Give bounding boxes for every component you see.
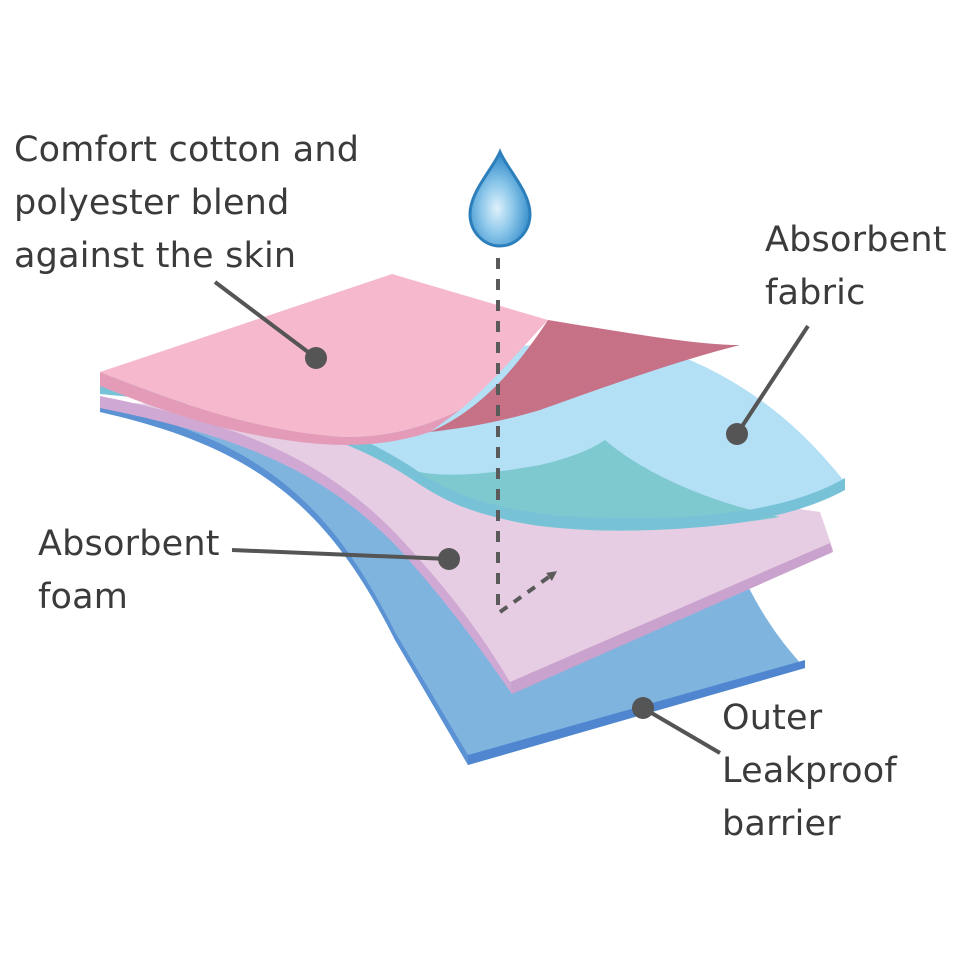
dashed-arrow-icon [498,571,558,614]
barrier-label-line-1: Outer [722,698,823,738]
leader-foam [231,548,460,570]
comfort-label-line-2: polyester blend [14,183,290,223]
leader-barrier [632,697,722,755]
water-drop-icon [468,148,532,248]
absorbent-foam-layer [100,396,833,694]
leader-fabric [726,324,810,445]
foam-label-line-2: foam [38,577,129,617]
fabric-label-line-1: Absorbent [765,220,947,260]
absorbent-fabric-label: Absorbent fabric [765,214,947,320]
leader-comfort [213,280,327,369]
outer-barrier-label: Outer Leakproof barrier [722,692,897,851]
fabric-label-line-2: fabric [765,273,866,313]
barrier-label-line-2: Leakproof [722,751,897,791]
foam-label-line-1: Absorbent [38,524,220,564]
absorbent-foam-label: Absorbent foam [38,518,220,624]
comfort-label-line-1: Comfort cotton and [14,130,360,170]
barrier-label-line-3: barrier [722,804,841,844]
comfort-layer-label: Comfort cotton and polyester blend again… [14,124,359,283]
comfort-label-line-3: against the skin [14,236,297,276]
